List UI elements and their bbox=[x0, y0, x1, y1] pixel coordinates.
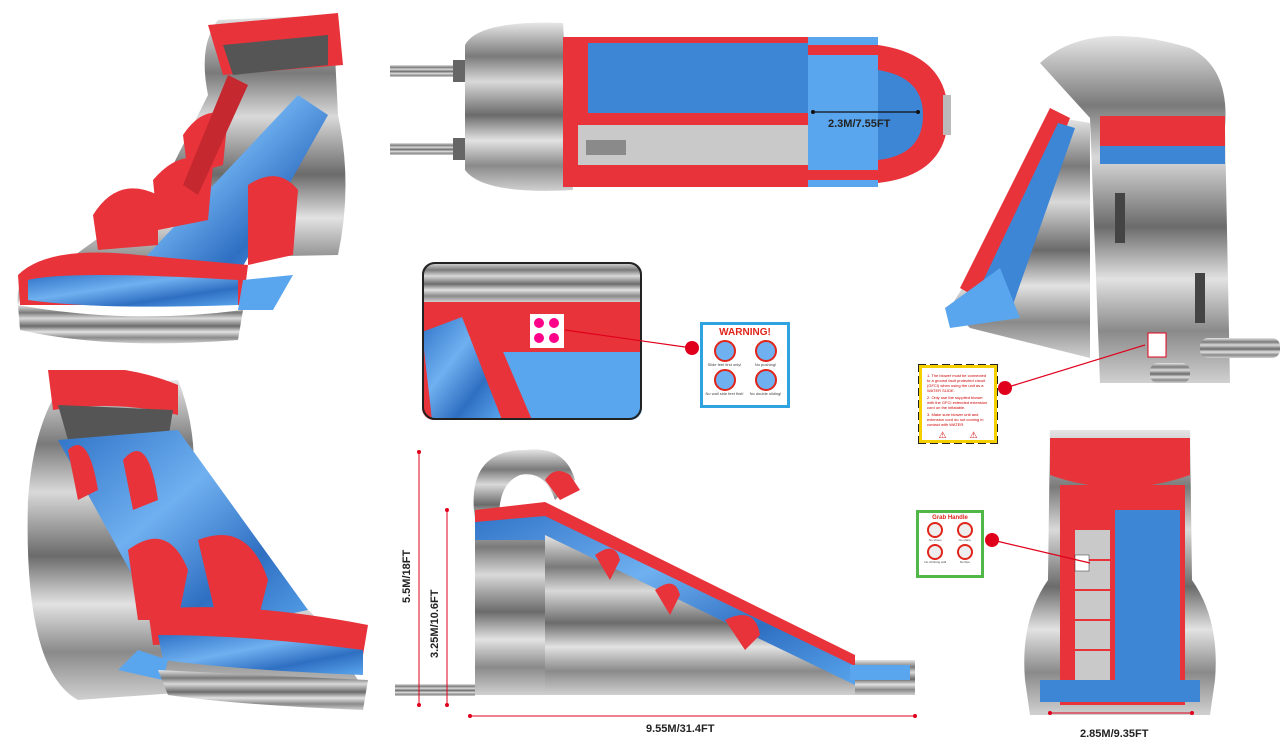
no-shoes-icon bbox=[927, 522, 944, 538]
grab-sign-item: No shoes bbox=[921, 522, 950, 543]
grab-caption: No shoes bbox=[928, 538, 942, 542]
grab-sign-title: Grab Handle bbox=[932, 515, 968, 521]
warning-sign-title: WARNING! bbox=[719, 327, 771, 338]
slide-view-top bbox=[388, 15, 953, 200]
grab-caption: No climbing wall bbox=[924, 560, 947, 564]
no-sliding-icon bbox=[713, 340, 736, 362]
warning-caption: No wall side feet first! bbox=[705, 391, 744, 396]
warning-sign: WARNING! Slide feet first only! No pushi… bbox=[700, 322, 790, 408]
warning-caption: No double sliding! bbox=[749, 391, 782, 396]
slide-view-side bbox=[395, 440, 925, 730]
warning-sign-item: No wall side feet first! bbox=[705, 369, 744, 396]
blower-caution-sign: 1. The blower must be connected to a gro… bbox=[918, 364, 998, 444]
warning-triangle-icon: ⚠ bbox=[969, 430, 978, 440]
grab-caption: No sharp bbox=[958, 538, 971, 542]
warning-closeup-inset bbox=[422, 262, 642, 420]
no-flips-icon bbox=[956, 544, 973, 560]
slide-view-front-left bbox=[8, 5, 373, 360]
caution-line: 2. Only use the supplied blower with the… bbox=[927, 395, 988, 410]
no-climbing-icon bbox=[927, 544, 944, 560]
no-sharp-icon bbox=[956, 522, 973, 538]
warning-sign-item: Slide feet first only! bbox=[705, 340, 744, 367]
grab-sign-item: No sharp bbox=[951, 522, 980, 543]
warning-sign-item: No pushing! bbox=[746, 340, 785, 367]
grab-handle-sign: Grab Handle No shoes No sharp No climbin… bbox=[916, 510, 984, 578]
no-double-sliding-icon bbox=[754, 369, 777, 391]
warning-sign-item: No double sliding! bbox=[746, 369, 785, 396]
slide-view-front-right bbox=[18, 370, 378, 740]
slide-view-rear-right bbox=[940, 28, 1280, 408]
top-width-label: 2.3M/7.55FT bbox=[828, 118, 891, 130]
no-wall-side-icon bbox=[713, 369, 736, 391]
warning-caption: Slide feet first only! bbox=[707, 362, 742, 367]
caution-line: 3. Make sure blower unit and extension c… bbox=[927, 412, 984, 427]
grab-sign-item: No flips bbox=[951, 544, 980, 565]
grab-sign-item: No climbing wall bbox=[921, 544, 950, 565]
warning-triangle-icon: ⚠ bbox=[938, 430, 947, 440]
total-length-label: 9.55M/31.4FT bbox=[646, 723, 715, 735]
no-pushing-icon bbox=[754, 340, 777, 362]
caution-line: 1. The blower must be connected to a gro… bbox=[927, 373, 987, 393]
grab-caption: No flips bbox=[959, 560, 970, 564]
slide-view-rear bbox=[1020, 430, 1220, 725]
warning-caption: No pushing! bbox=[754, 362, 777, 367]
rear-width-label: 2.85M/9.35FT bbox=[1080, 728, 1149, 740]
